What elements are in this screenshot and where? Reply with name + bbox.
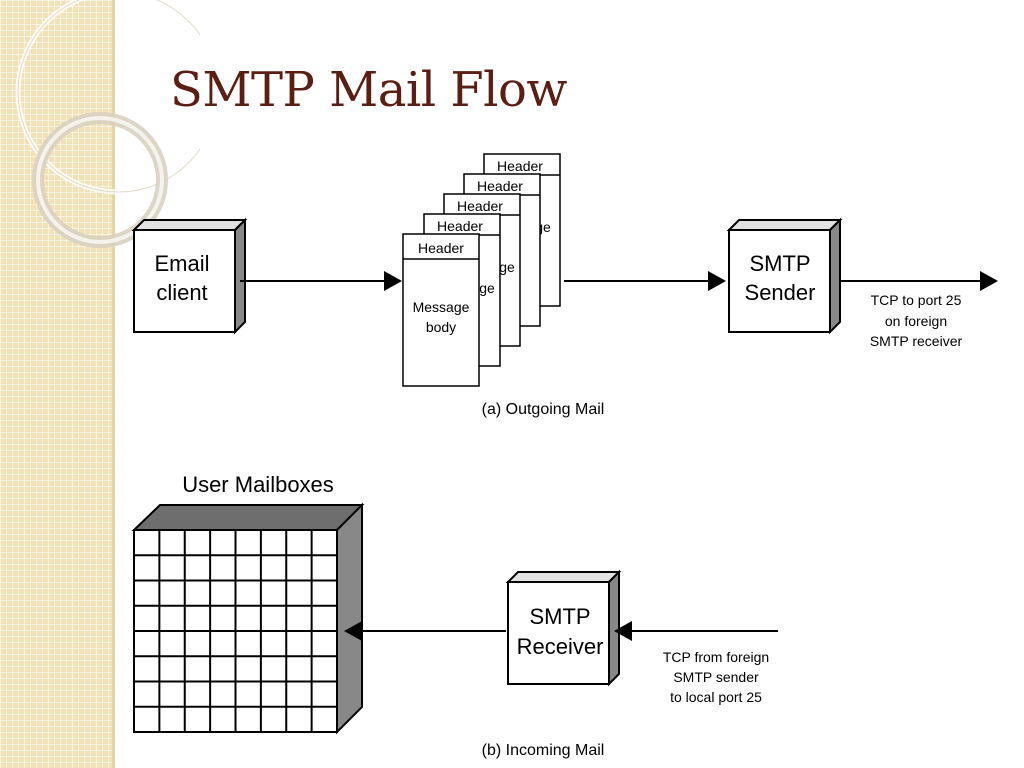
arrow-head — [980, 271, 998, 291]
message-body-fragment: ge — [499, 259, 515, 275]
user-mailboxes-grid — [131, 502, 365, 735]
arrow-head — [614, 621, 632, 641]
arrow-head — [708, 271, 726, 291]
smtp-sender-box: SMTP Sender — [726, 217, 843, 335]
smtp-receiver-box: SMTP Receiver — [505, 569, 622, 687]
message-header-label: Header — [457, 198, 503, 214]
message-body-fragment: ge — [479, 280, 495, 296]
outgoing-note-3: SMTP receiver — [870, 333, 963, 349]
incoming-note-2: SMTP sender — [673, 669, 759, 685]
incoming-note-3: to local port 25 — [670, 689, 762, 705]
incoming-note-1: TCP from foreign — [663, 649, 769, 665]
message-body-label-1: Message — [413, 299, 470, 315]
outgoing-note-1: TCP to port 25 — [871, 292, 962, 308]
decorative-rings — [15, 0, 200, 248]
message-header-label: Header — [477, 178, 523, 194]
outgoing-note-2: on foreign — [885, 313, 947, 329]
message-body-label-2: body — [426, 319, 456, 335]
message-header-label: Header — [437, 218, 483, 234]
arrow-head — [344, 621, 362, 641]
smtp-receiver-label-1: SMTP — [529, 604, 590, 629]
email-client-label-1: Email — [154, 251, 209, 276]
sidebar-edge — [112, 0, 115, 768]
outgoing-caption: (a) Outgoing Mail — [482, 401, 605, 418]
smtp-receiver-label-2: Receiver — [517, 634, 604, 659]
arrow-head — [384, 271, 402, 291]
message-stack: Header ge Header Header ge Header ge Hea… — [402, 153, 561, 387]
smtp-sender-label-2: Sender — [745, 280, 816, 305]
user-mailboxes-label: User Mailboxes — [182, 472, 334, 497]
email-client-box: Email client — [131, 217, 248, 335]
smtp-sender-label-1: SMTP — [749, 251, 810, 276]
message-header-label: Header — [497, 158, 543, 174]
email-client-label-2: client — [156, 280, 207, 305]
message-header-label: Header — [418, 240, 464, 256]
incoming-caption: (b) Incoming Mail — [482, 742, 605, 759]
slide-title: SMTP Mail Flow — [170, 62, 567, 118]
